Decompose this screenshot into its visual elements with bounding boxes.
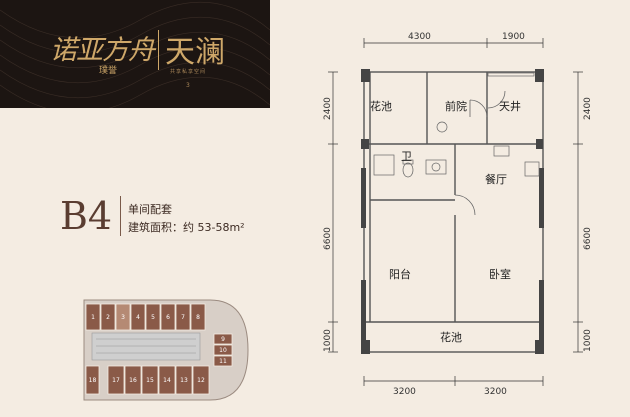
key-plan-unit-bottom-15 — [141, 365, 159, 395]
key-plan-unit-label: 10 — [219, 347, 227, 354]
key-plan-unit-label: 12 — [197, 377, 205, 384]
key-plan-bottom-units: 12 13 14 15 16 17 — [107, 365, 210, 395]
dim-left-middle: 6600 — [323, 227, 333, 250]
room-front-yard: 前院 — [445, 99, 467, 113]
logo-divider — [158, 30, 159, 70]
key-plan-unit-label: 3 — [121, 314, 125, 321]
room-flower-bed-top: 花池 — [370, 100, 392, 113]
key-plan-unit-label: 13 — [180, 377, 188, 384]
key-plan-unit-top-1 — [85, 303, 101, 331]
key-plan-unit-right-10 — [213, 344, 233, 356]
key-plan-unit-top-8 — [190, 303, 206, 331]
dim-left-top: 2400 — [323, 97, 333, 120]
key-plan-outline — [83, 299, 249, 401]
key-plan-unit-bottom-12 — [192, 365, 210, 395]
dim-right-bottom: 1000 — [583, 329, 593, 352]
dim-top-right: 1900 — [502, 32, 525, 42]
doors — [454, 90, 506, 216]
key-plan-unit-label: 2 — [106, 314, 110, 321]
dim-right-top: 2400 — [583, 97, 593, 120]
unit-type: 单间配套 — [128, 203, 172, 216]
room-balcony: 阳台 — [389, 267, 411, 281]
key-plan-unit-bottom-16 — [124, 365, 142, 395]
key-plan-top-units: 1 2 3 4 5 6 7 8 — [85, 303, 206, 331]
key-plan-unit-label: 11 — [219, 358, 227, 365]
key-plan-unit-top-5 — [145, 303, 161, 331]
core-corridor — [91, 332, 201, 361]
room-light-well: 天井 — [499, 99, 521, 113]
key-plan-unit-label: 4 — [136, 314, 140, 321]
unit-divider — [120, 196, 121, 236]
bathroom-fixtures — [373, 72, 540, 178]
key-plan-unit-left-18 — [85, 365, 100, 395]
room-bedroom: 卧室 — [489, 267, 511, 281]
dimension-lines — [328, 38, 583, 386]
key-plan-right-units: 9 10 11 — [213, 333, 233, 367]
project-banner: 诺亚方舟 璞誉 天澜 共享私享空间 3 — [0, 0, 270, 108]
logo-mark: 3 — [186, 82, 190, 89]
product-name: 天澜 — [165, 35, 225, 70]
project-subname: 璞誉 — [99, 66, 118, 76]
key-plan-unit-label: 1 — [91, 314, 95, 321]
key-plan-unit-label: 5 — [151, 314, 155, 321]
key-plan-unit-top-2 — [100, 303, 116, 331]
key-plan-unit-top-3 — [115, 303, 131, 331]
key-plan-unit-label: 15 — [146, 377, 154, 384]
key-plan-unit-bottom-14 — [158, 365, 176, 395]
structural-columns — [361, 69, 544, 354]
key-plan-unit-label: 14 — [163, 377, 171, 384]
key-plan-unit-label: 6 — [166, 314, 170, 321]
dim-right-middle: 6600 — [583, 227, 593, 250]
key-plan-unit-bottom-13 — [175, 365, 193, 395]
dim-left-bottom: 1000 — [323, 329, 333, 352]
project-name: 诺亚方舟 — [50, 35, 155, 66]
dim-top-left: 4300 — [408, 32, 431, 42]
key-plan-unit-right-9 — [213, 333, 233, 345]
dim-bottom-right: 3200 — [484, 387, 507, 397]
key-plan-unit-label: 18 — [89, 377, 97, 384]
key-plan-unit-right-11 — [213, 355, 233, 367]
key-plan-left-units: 18 — [85, 365, 100, 395]
key-plan-unit-top-6 — [160, 303, 176, 331]
key-plan-unit-label: 16 — [129, 377, 137, 384]
key-plan-unit-label: 9 — [221, 336, 225, 343]
plan-walls — [363, 71, 544, 353]
key-plan-unit-bottom-17 — [107, 365, 125, 395]
room-flower-bed-bottom: 花池 — [440, 331, 462, 344]
room-bathroom: 卫 — [401, 150, 412, 163]
banner-wave-pattern — [0, 1, 270, 108]
dim-bottom-left: 3200 — [393, 387, 416, 397]
unit-code: B4 — [60, 194, 113, 238]
product-tagline: 共享私享空间 — [170, 69, 207, 75]
key-plan-unit-top-4 — [130, 303, 146, 331]
key-plan-unit-top-7 — [175, 303, 191, 331]
key-plan-unit-label: 17 — [112, 377, 120, 384]
key-plan-unit-label: 7 — [181, 314, 185, 321]
key-plan-unit-label: 8 — [196, 314, 200, 321]
room-dining: 餐厅 — [485, 172, 507, 186]
unit-area: 建筑面积：约 53-58m² — [128, 221, 245, 234]
